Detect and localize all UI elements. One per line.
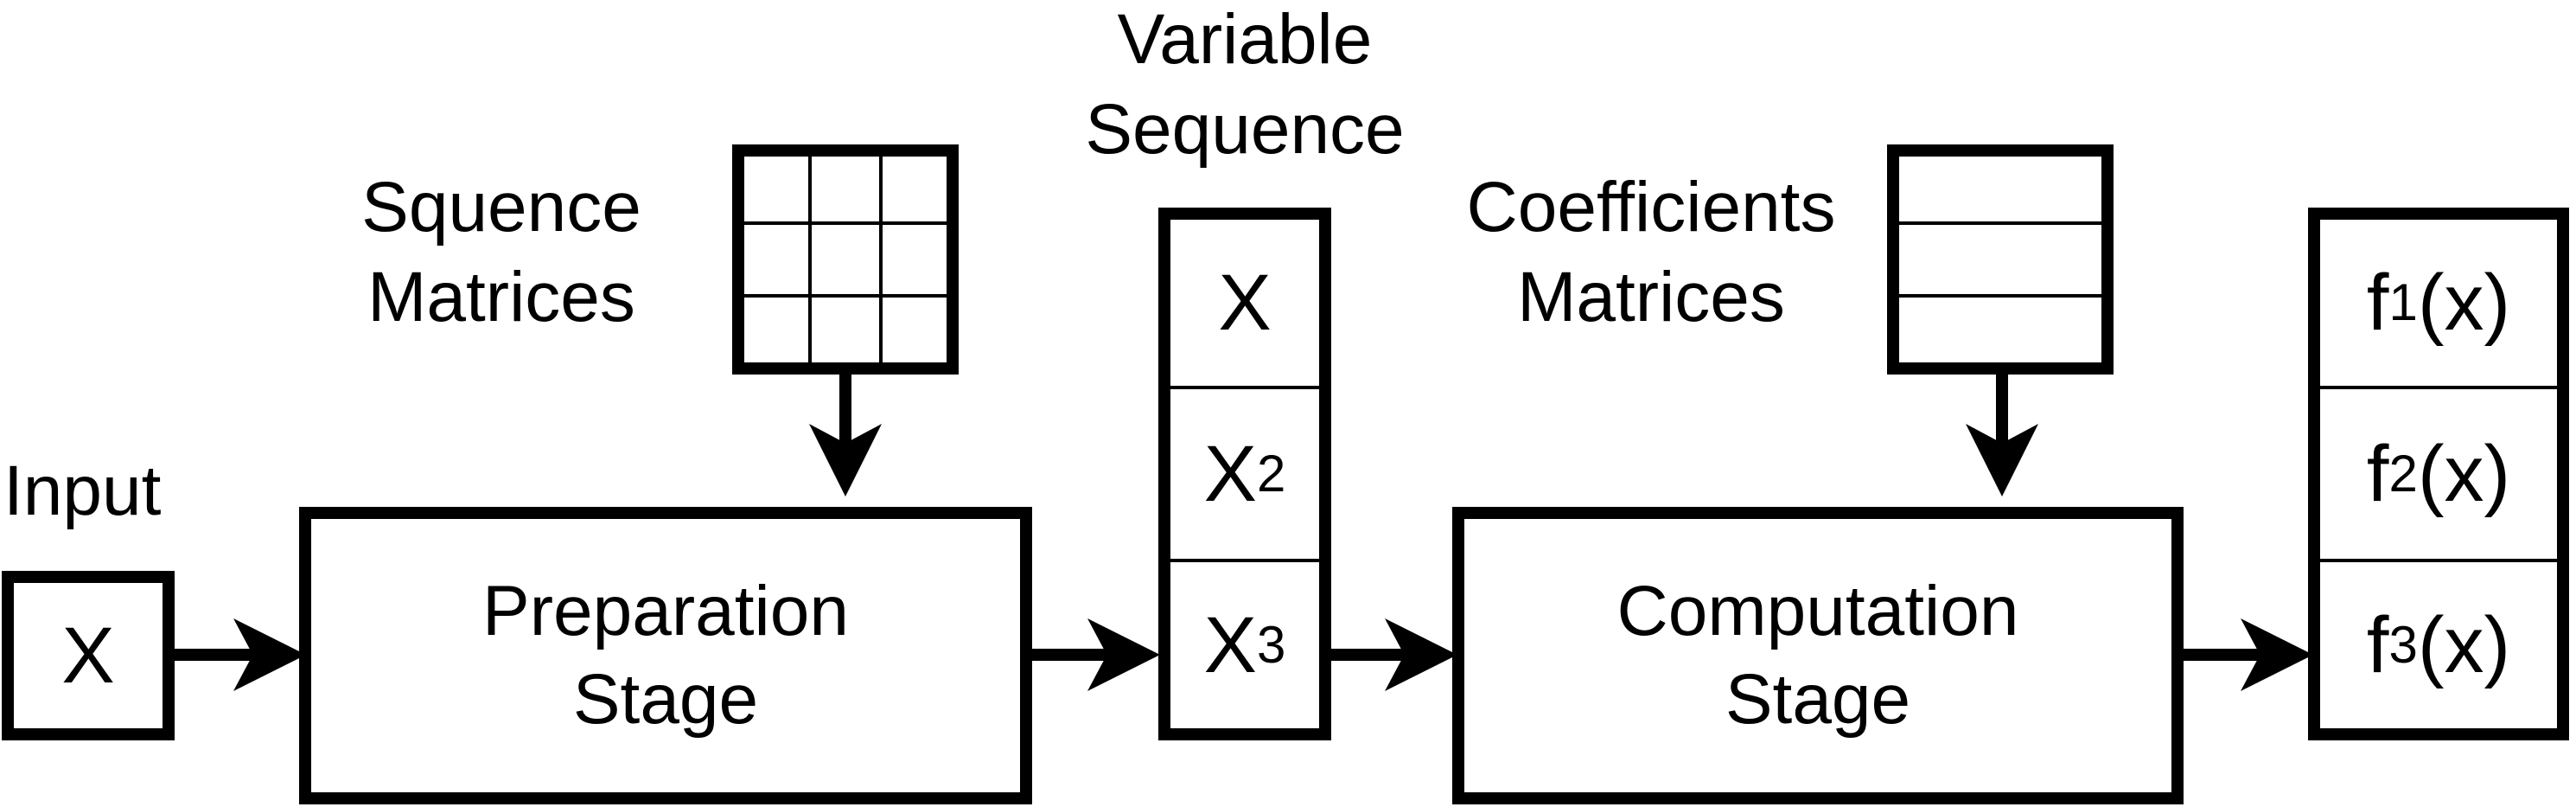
variable-sequence-label: Variable Sequence	[1063, 0, 1426, 175]
coefficients-matrices-line1: Coefficients	[1466, 168, 1836, 247]
input-box: X	[2, 571, 175, 740]
input-label: Input	[3, 452, 162, 530]
computation-stage-box: Computation Stage	[1452, 507, 2184, 804]
preparation-stage-text: Preparation Stage	[311, 519, 1020, 792]
sequence-matrix-grid	[732, 144, 959, 375]
preparation-stage-line2: Stage	[572, 660, 759, 739]
sequence-item-x: X	[1170, 220, 1319, 389]
variable-sequence-line2: Sequence	[1085, 90, 1405, 169]
sequence-matrices-label: Squence Matrices	[328, 163, 674, 343]
coefficients-matrix-grid	[1887, 144, 2114, 375]
computation-stage-line1: Computation	[1616, 572, 2019, 650]
coefficients-matrices-line2: Matrices	[1517, 258, 1785, 336]
sequence-matrices-line1: Squence	[361, 168, 641, 247]
input-value: X	[61, 611, 115, 700]
coefficients-matrices-label: Coefficients Matrices	[1435, 163, 1867, 343]
computation-stage-text: Computation Stage	[1464, 519, 2171, 792]
variable-sequence-line1: Variable	[1117, 0, 1373, 79]
computation-stage-line2: Stage	[1725, 660, 1911, 739]
preparation-stage-box: Preparation Stage	[299, 507, 1032, 804]
preparation-stage-line1: Preparation	[482, 572, 849, 650]
sequence-matrices-line2: Matrices	[367, 258, 635, 336]
